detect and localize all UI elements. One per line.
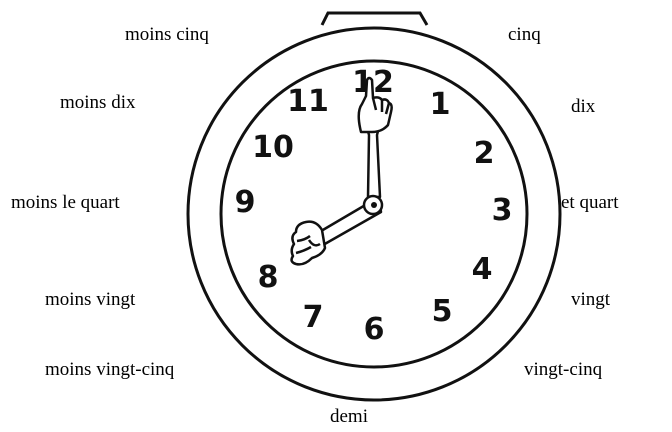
label-moins-le-quart: moins le quart — [11, 193, 120, 212]
label-dix: dix — [571, 97, 595, 116]
label-demi: demi — [330, 407, 368, 426]
label-moins-vingt: moins vingt — [45, 290, 135, 309]
label-moins-cinq: moins cinq — [125, 25, 209, 44]
label-vingt-cinq: vingt-cinq — [524, 360, 602, 379]
numeral-4: 4 — [472, 252, 493, 287]
numeral-8: 8 — [258, 260, 279, 295]
numeral-10: 10 — [252, 130, 294, 165]
numeral-3: 3 — [492, 193, 513, 228]
clock-crown — [322, 13, 427, 25]
numeral-9: 9 — [235, 185, 256, 220]
label-et-quart: et quart — [561, 193, 619, 212]
label-cinq: cinq — [508, 25, 541, 44]
numeral-7: 7 — [303, 300, 324, 335]
label-moins-dix: moins dix — [60, 93, 135, 112]
label-moins-vingt-cinq: moins vingt-cinq — [45, 360, 174, 379]
numeral-6: 6 — [364, 312, 385, 347]
numeral-11: 11 — [287, 84, 329, 119]
numeral-5: 5 — [432, 294, 453, 329]
numeral-1: 1 — [430, 87, 451, 122]
numeral-2: 2 — [474, 136, 495, 171]
label-vingt: vingt — [571, 290, 610, 309]
clock-center-dot — [371, 202, 377, 208]
